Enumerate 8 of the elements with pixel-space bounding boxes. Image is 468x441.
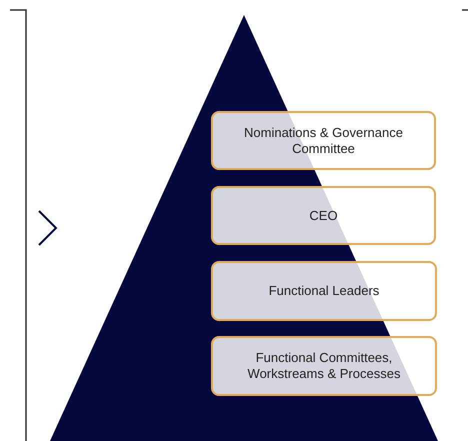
level-label: Functional Committees, Workstreams & Processes: [246, 350, 402, 382]
level-label: CEO: [309, 208, 338, 224]
level-box: [211, 336, 437, 396]
level-box: [211, 261, 437, 321]
level-label: Functional Leaders: [268, 283, 380, 299]
level-box: [211, 111, 436, 170]
level-box: [211, 186, 436, 245]
level-label: Nominations & Governance Committee: [243, 124, 404, 156]
